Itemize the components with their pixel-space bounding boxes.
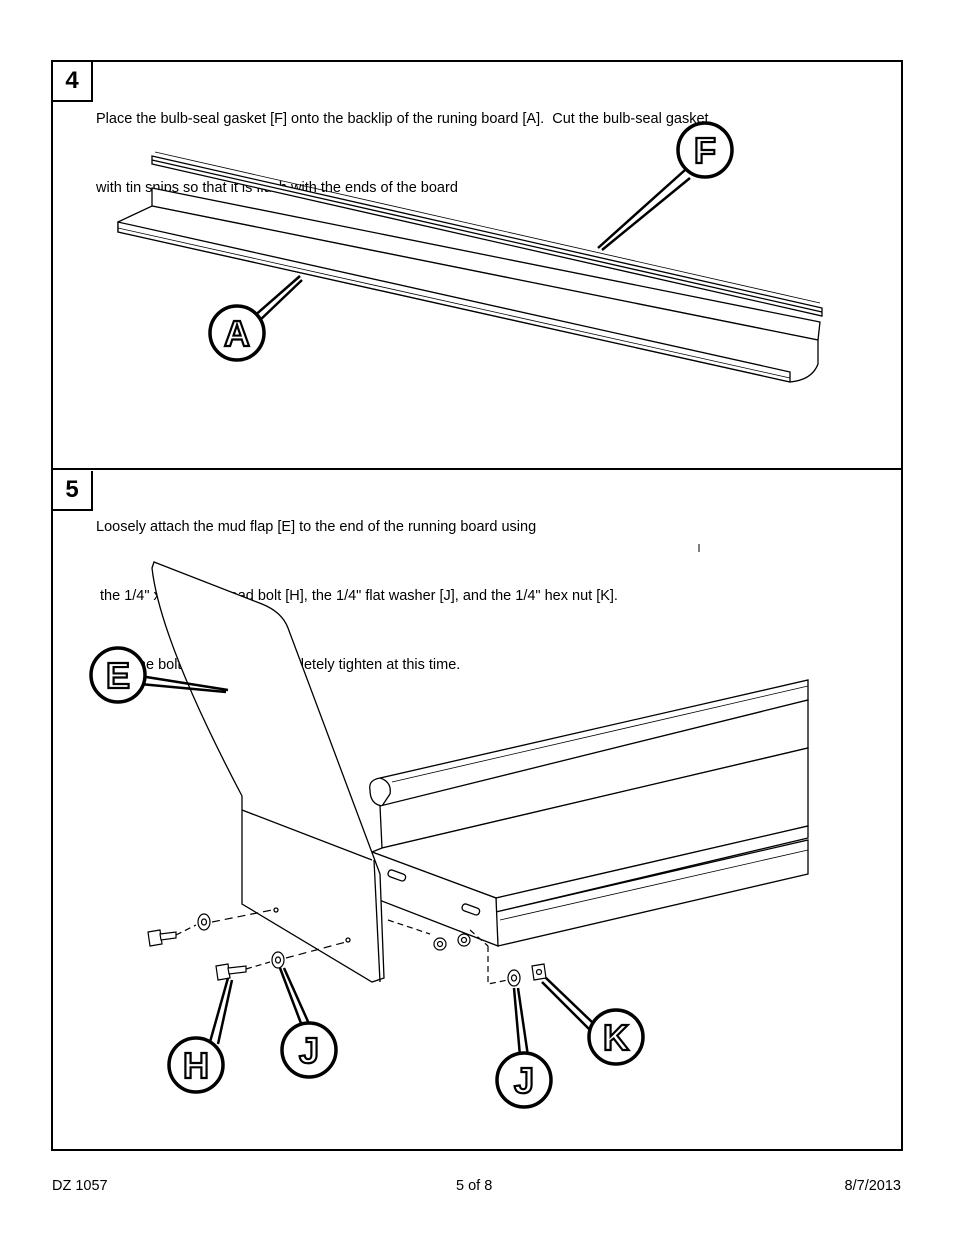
callout-A-letter: A [224, 313, 250, 354]
callout-J-right: J [495, 987, 553, 1109]
footer-date: 8/7/2013 [844, 1178, 901, 1194]
bolt-washer-hardware [147, 909, 547, 987]
step-4-text: Place the bulb-seal gasket [F] onto the … [96, 62, 709, 223]
footer-page-number: 5 of 8 [456, 1178, 493, 1194]
callout-A: A [208, 275, 303, 362]
step-5-number: 5 [53, 471, 93, 511]
callout-K: K [541, 977, 645, 1066]
callout-J-left-letter: J [299, 1030, 319, 1071]
footer-doc-id: DZ 1057 [52, 1178, 108, 1194]
callout-F: F [597, 121, 734, 251]
running-board-end-drawing [369, 679, 809, 947]
instruction-frame [51, 60, 903, 1151]
callout-J-left: J [278, 967, 338, 1079]
callout-H: H [167, 977, 234, 1094]
mud-flap-drawing [151, 561, 385, 983]
bulb-seal-gasket-drawing [151, 151, 823, 317]
callout-J-right-letter: J [514, 1060, 534, 1101]
callout-E-letter: E [106, 655, 130, 696]
callout-E: E [89, 646, 229, 704]
step-4-line-1: Place the bulb-seal gasket [F] onto the … [96, 111, 709, 127]
callout-H-letter: H [183, 1045, 209, 1086]
step-divider [51, 468, 903, 470]
step-5-line-1: Loosely attach the mud flap [E] to the e… [96, 519, 537, 535]
callout-K-letter: K [603, 1017, 629, 1058]
running-board-drawing [117, 187, 821, 383]
step-4-number: 4 [53, 62, 93, 102]
callout-F-letter: F [694, 130, 716, 171]
